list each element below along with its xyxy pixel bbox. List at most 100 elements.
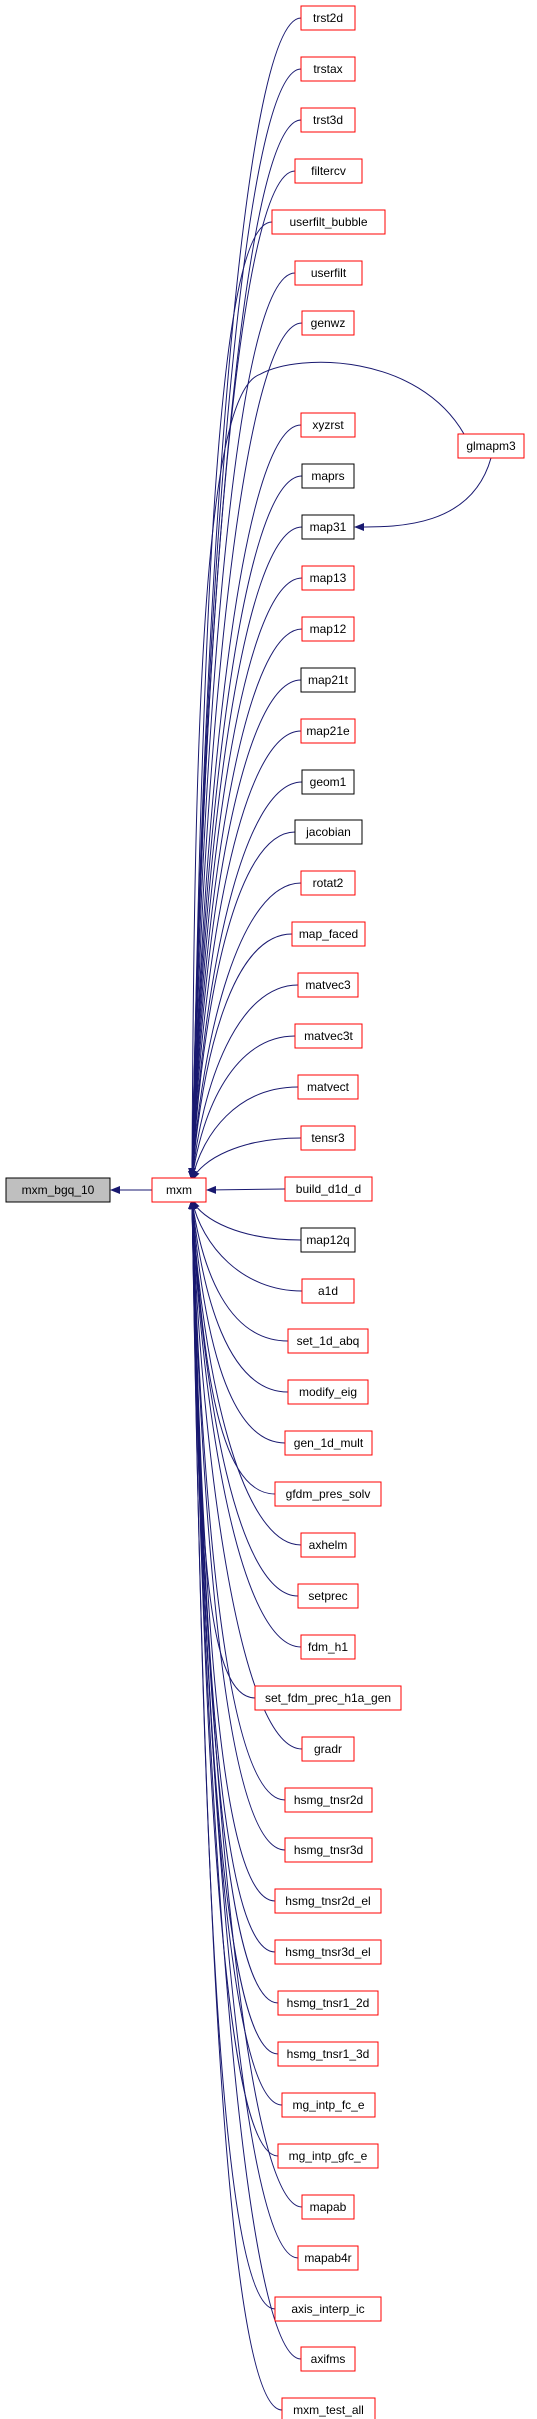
edge-gradr-to-mxm-group (188, 1199, 303, 1750)
node-axhelm[interactable]: axhelm (300, 1532, 356, 1558)
node-set-1d-abq[interactable]: set_1d_abq (287, 1328, 369, 1354)
edge-glmapm3-to-map31 (354, 457, 492, 532)
node-map13-label: map13 (310, 571, 347, 585)
node-rotat2-box (300, 870, 356, 896)
edge-mxm-test-all-to-mxm-group (188, 1199, 283, 2411)
node-map21t[interactable]: map21t (300, 667, 356, 693)
node-mxm-box (151, 1177, 207, 1203)
node-glmapm3[interactable]: glmapm3 (457, 433, 525, 459)
node-mg-intp-gfc-e-label: mg_intp_gfc_e (289, 2149, 368, 2163)
node-gen-1d-mult[interactable]: gen_1d_mult (284, 1430, 373, 1456)
node-map12q[interactable]: map12q (300, 1227, 356, 1253)
edge-genwz-to-mxm-group (188, 322, 303, 1181)
node-setprec-label: setprec (308, 1589, 347, 1603)
edge-map12-to-mxm (188, 628, 303, 1181)
node-setprec[interactable]: setprec (297, 1583, 359, 1609)
node-a1d[interactable]: a1d (301, 1278, 355, 1304)
node-axis-interp-ic[interactable]: axis_interp_ic (274, 2296, 382, 2322)
edge-a1d-to-mxm (190, 1199, 303, 1292)
node-build-d1d-d-label: build_d1d_d (296, 1182, 361, 1196)
node-hsmg-tnsr2d[interactable]: hsmg_tnsr2d (284, 1787, 373, 1813)
node-modify-eig-box (287, 1379, 369, 1405)
edge-trst2d-to-mxm-group (188, 17, 302, 1181)
node-rotat2-label: rotat2 (313, 876, 344, 890)
edge-filtercv-to-mxm-group (188, 170, 296, 1181)
node-hsmg-tnsr1-3d[interactable]: hsmg_tnsr1_3d (277, 2041, 379, 2067)
edge-map12q-to-mxm-group (191, 1199, 302, 1241)
node-glmapm3-box (457, 433, 525, 459)
node-userfilt[interactable]: userfilt (294, 260, 363, 286)
node-mxm[interactable]: mxm (151, 1177, 207, 1203)
node-trst3d-box (300, 107, 356, 133)
node-userfilt-label: userfilt (311, 266, 347, 280)
node-trst3d[interactable]: trst3d (300, 107, 356, 133)
node-map13[interactable]: map13 (301, 565, 355, 591)
node-hsmg-tnsr2d-label: hsmg_tnsr2d (294, 1793, 363, 1807)
edge-matvec3-to-mxm-group (188, 984, 299, 1181)
node-mg-intp-gfc-e[interactable]: mg_intp_gfc_e (277, 2143, 379, 2169)
node-hsmg-tnsr3d-el[interactable]: hsmg_tnsr3d_el (274, 1939, 382, 1965)
node-tensr3[interactable]: tensr3 (300, 1125, 356, 1151)
node-matvect-box (297, 1074, 359, 1100)
node-rotat2[interactable]: rotat2 (300, 870, 356, 896)
node-jacobian[interactable]: jacobian (294, 819, 363, 845)
node-geom1[interactable]: geom1 (301, 769, 355, 795)
node-modify-eig[interactable]: modify_eig (287, 1379, 369, 1405)
node-gradr[interactable]: gradr (301, 1736, 355, 1762)
edge-build-d1d-d-to-mxm-group (206, 1185, 286, 1194)
node-xyzrst[interactable]: xyzrst (300, 412, 356, 438)
node-matvec3[interactable]: matvec3 (297, 972, 359, 998)
edge-map21e-to-mxm (188, 730, 302, 1181)
node-trst2d-label: trst2d (313, 11, 343, 25)
node-mxm-bgq-10-box (5, 1177, 111, 1203)
node-gfdm-pres-solv-label: gfdm_pres_solv (286, 1487, 371, 1501)
node-map12[interactable]: map12 (301, 616, 355, 642)
node-mxm-test-all[interactable]: mxm_test_all (281, 2397, 376, 2419)
edge-maprs-to-mxm-group (188, 475, 303, 1181)
edge-trst2d-to-mxm (188, 17, 302, 1181)
node-gen-1d-mult-label: gen_1d_mult (294, 1436, 364, 1450)
node-gfdm-pres-solv[interactable]: gfdm_pres_solv (274, 1481, 382, 1507)
node-map31[interactable]: map31 (301, 514, 355, 540)
edge-matvect-to-mxm (189, 1086, 299, 1181)
edge-map21e-to-mxm-group (188, 730, 302, 1181)
node-gfdm-pres-solv-box (274, 1481, 382, 1507)
node-userfilt-bubble[interactable]: userfilt_bubble (271, 209, 386, 235)
node-hsmg-tnsr1-2d[interactable]: hsmg_tnsr1_2d (277, 1990, 379, 2016)
edge-userfilt-to-mxm-group (188, 272, 296, 1181)
node-fdm-h1[interactable]: fdm_h1 (300, 1634, 356, 1660)
node-set-fdm-prec-h1a-gen[interactable]: set_fdm_prec_h1a_gen (254, 1685, 402, 1711)
node-mapab4r[interactable]: mapab4r (297, 2245, 359, 2271)
node-matvec3t[interactable]: matvec3t (294, 1023, 363, 1049)
node-maprs[interactable]: maprs (301, 463, 355, 489)
node-trstax[interactable]: trstax (300, 56, 356, 82)
node-maprs-label: maprs (311, 469, 344, 483)
node-a1d-box (301, 1278, 355, 1304)
edge-maprs-to-mxm (188, 475, 303, 1181)
node-map21t-label: map21t (308, 673, 349, 687)
edge-tensr3-to-mxm (191, 1137, 302, 1181)
node-map31-box (301, 514, 355, 540)
edge-mapab4r-to-mxm (188, 1199, 299, 2259)
edge-mxm-test-all-to-mxm (188, 1199, 283, 2411)
node-map-faced[interactable]: map_faced (291, 921, 366, 947)
edge-mapab-to-mxm-group (188, 1199, 303, 2208)
node-axifms[interactable]: axifms (300, 2346, 356, 2372)
node-mapab[interactable]: mapab (301, 2194, 355, 2220)
node-filtercv[interactable]: filtercv (294, 158, 363, 184)
node-hsmg-tnsr1-2d-label: hsmg_tnsr1_2d (287, 1996, 370, 2010)
node-map21e[interactable]: map21e (300, 718, 356, 744)
node-matvect[interactable]: matvect (297, 1074, 359, 1100)
node-genwz[interactable]: genwz (301, 310, 355, 336)
node-set-fdm-prec-h1a-gen-label: set_fdm_prec_h1a_gen (265, 1691, 391, 1705)
node-mg-intp-fc-e[interactable]: mg_intp_fc_e (281, 2092, 376, 2118)
node-trst2d[interactable]: trst2d (300, 5, 356, 31)
edge-gen-1d-mult-to-mxm (188, 1199, 286, 1444)
node-hsmg-tnsr3d[interactable]: hsmg_tnsr3d (284, 1837, 373, 1863)
node-hsmg-tnsr2d-el[interactable]: hsmg_tnsr2d_el (274, 1888, 382, 1914)
node-map31-label: map31 (310, 520, 347, 534)
node-map21t-box (300, 667, 356, 693)
edge-map13-to-mxm-group (188, 577, 303, 1181)
node-build-d1d-d[interactable]: build_d1d_d (284, 1176, 373, 1202)
edge-axifms-to-mxm (188, 1199, 302, 2360)
